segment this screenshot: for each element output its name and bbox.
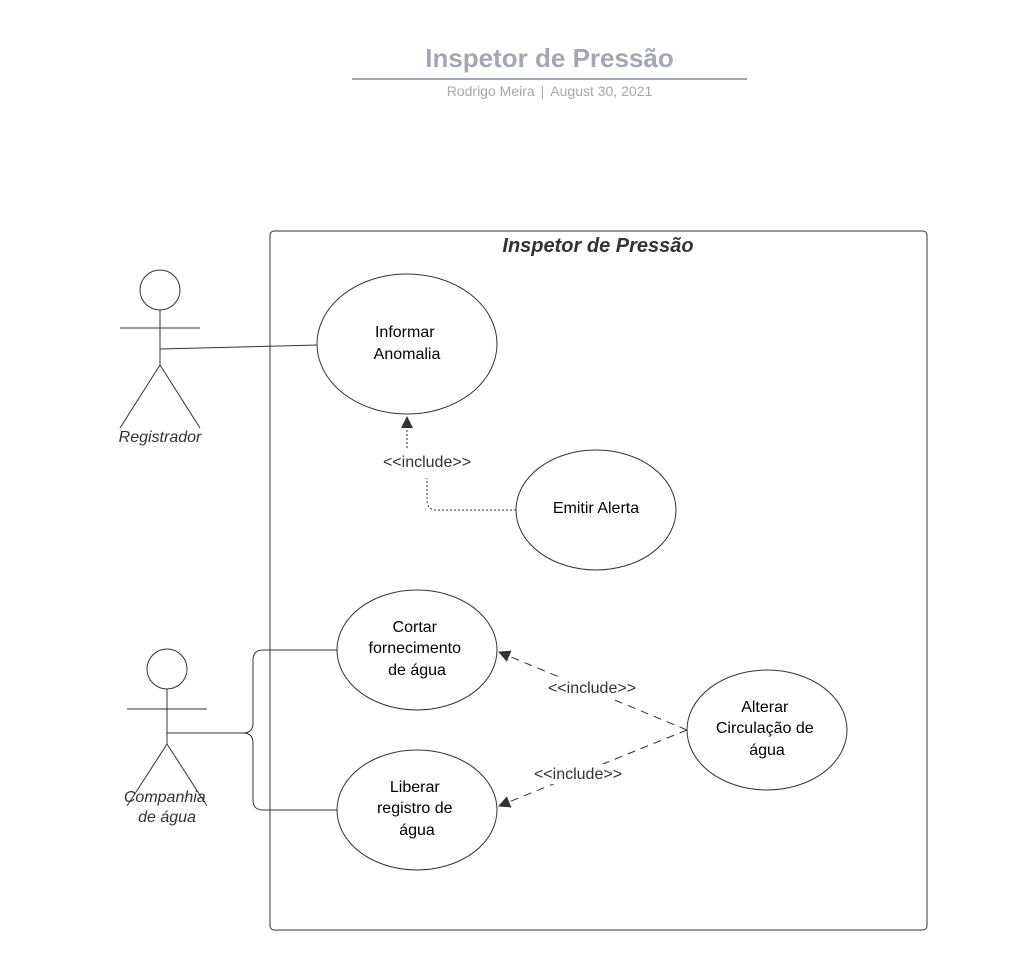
use-case-liberar-registro[interactable]: Liberar registro de água (336, 749, 498, 871)
use-case-label-line: Anomalia (374, 346, 441, 363)
use-case-informar-anomalia[interactable]: Informar Anomalia (316, 273, 498, 415)
use-case-ellipse (515, 449, 677, 571)
use-case-cortar-fornecimento[interactable]: Cortar fornecimento de água (336, 589, 498, 711)
use-case-label-line: Emitir Alerta (553, 500, 639, 517)
use-case-label-line: Alterar (741, 699, 789, 716)
association-registrador-informar[interactable] (159, 344, 319, 350)
actor-left-leg (119, 364, 161, 429)
actor-registrador[interactable]: Registrador (119, 269, 202, 446)
include-label-bg (540, 678, 644, 698)
author-label: Rodrigo Meira (446, 83, 535, 99)
actor-label-line2: de água (138, 809, 196, 826)
association-companhia-cortar[interactable] (167, 649, 337, 734)
title-divider (352, 78, 747, 80)
use-case-label-line: fornecimento (369, 640, 462, 657)
use-case-label-line: de água (388, 662, 446, 679)
include-label-alerta: <<include>> (383, 454, 471, 471)
page-title: Inspetor de Pressão (425, 43, 674, 73)
use-case-label-line: registro de (377, 800, 453, 817)
actor-head (146, 648, 188, 690)
use-case-label-line: Liberar (390, 779, 440, 796)
include-label-cortar: <<include>> (548, 680, 636, 697)
system-boundary[interactable] (269, 230, 928, 931)
use-case-label-line: Informar (375, 324, 435, 341)
use-case-label-line: água (399, 822, 435, 839)
date-label: August 30, 2021 (550, 83, 653, 99)
use-case-label: Emitir Alerta (553, 500, 639, 517)
use-case-label-line: água (749, 742, 785, 759)
actor-right-leg (159, 364, 201, 429)
include-label-bg (526, 764, 630, 784)
association-companhia-liberar[interactable] (167, 732, 337, 811)
actor-label: Companhia de água (124, 789, 210, 826)
system-title: Inspetor de Pressão (502, 235, 693, 257)
use-case-label: Informar Anomalia (374, 324, 441, 363)
actor-companhia[interactable]: Companhia de água (124, 648, 210, 826)
use-case-label-line: Circulação de (716, 720, 814, 737)
meta-separator: | (540, 83, 545, 99)
page-meta: Rodrigo Meira | August 30, 2021 (352, 82, 747, 100)
actor-left-leg (126, 743, 168, 807)
actor-label-line1: Companhia (124, 789, 206, 806)
use-case-label: Cortar fornecimento de água (369, 619, 466, 679)
use-case-ellipse (336, 749, 498, 871)
use-case-ellipse (336, 589, 498, 711)
actor-label: Registrador (119, 429, 202, 446)
include-label-liberar: <<include>> (534, 766, 622, 783)
actor-head (139, 269, 181, 311)
include-arrow-alerta[interactable] (426, 478, 516, 511)
use-case-label: Liberar registro de água (377, 779, 457, 839)
use-case-ellipse (686, 669, 848, 791)
use-case-emitir-alerta[interactable]: Emitir Alerta (515, 449, 677, 571)
use-case-label-line: Cortar (393, 619, 438, 636)
use-case-alterar-circulacao[interactable]: Alterar Circulação de água (686, 669, 848, 791)
use-case-label: Alterar Circulação de água (716, 699, 818, 759)
use-case-ellipse (316, 273, 498, 415)
actor-right-leg (166, 743, 208, 807)
